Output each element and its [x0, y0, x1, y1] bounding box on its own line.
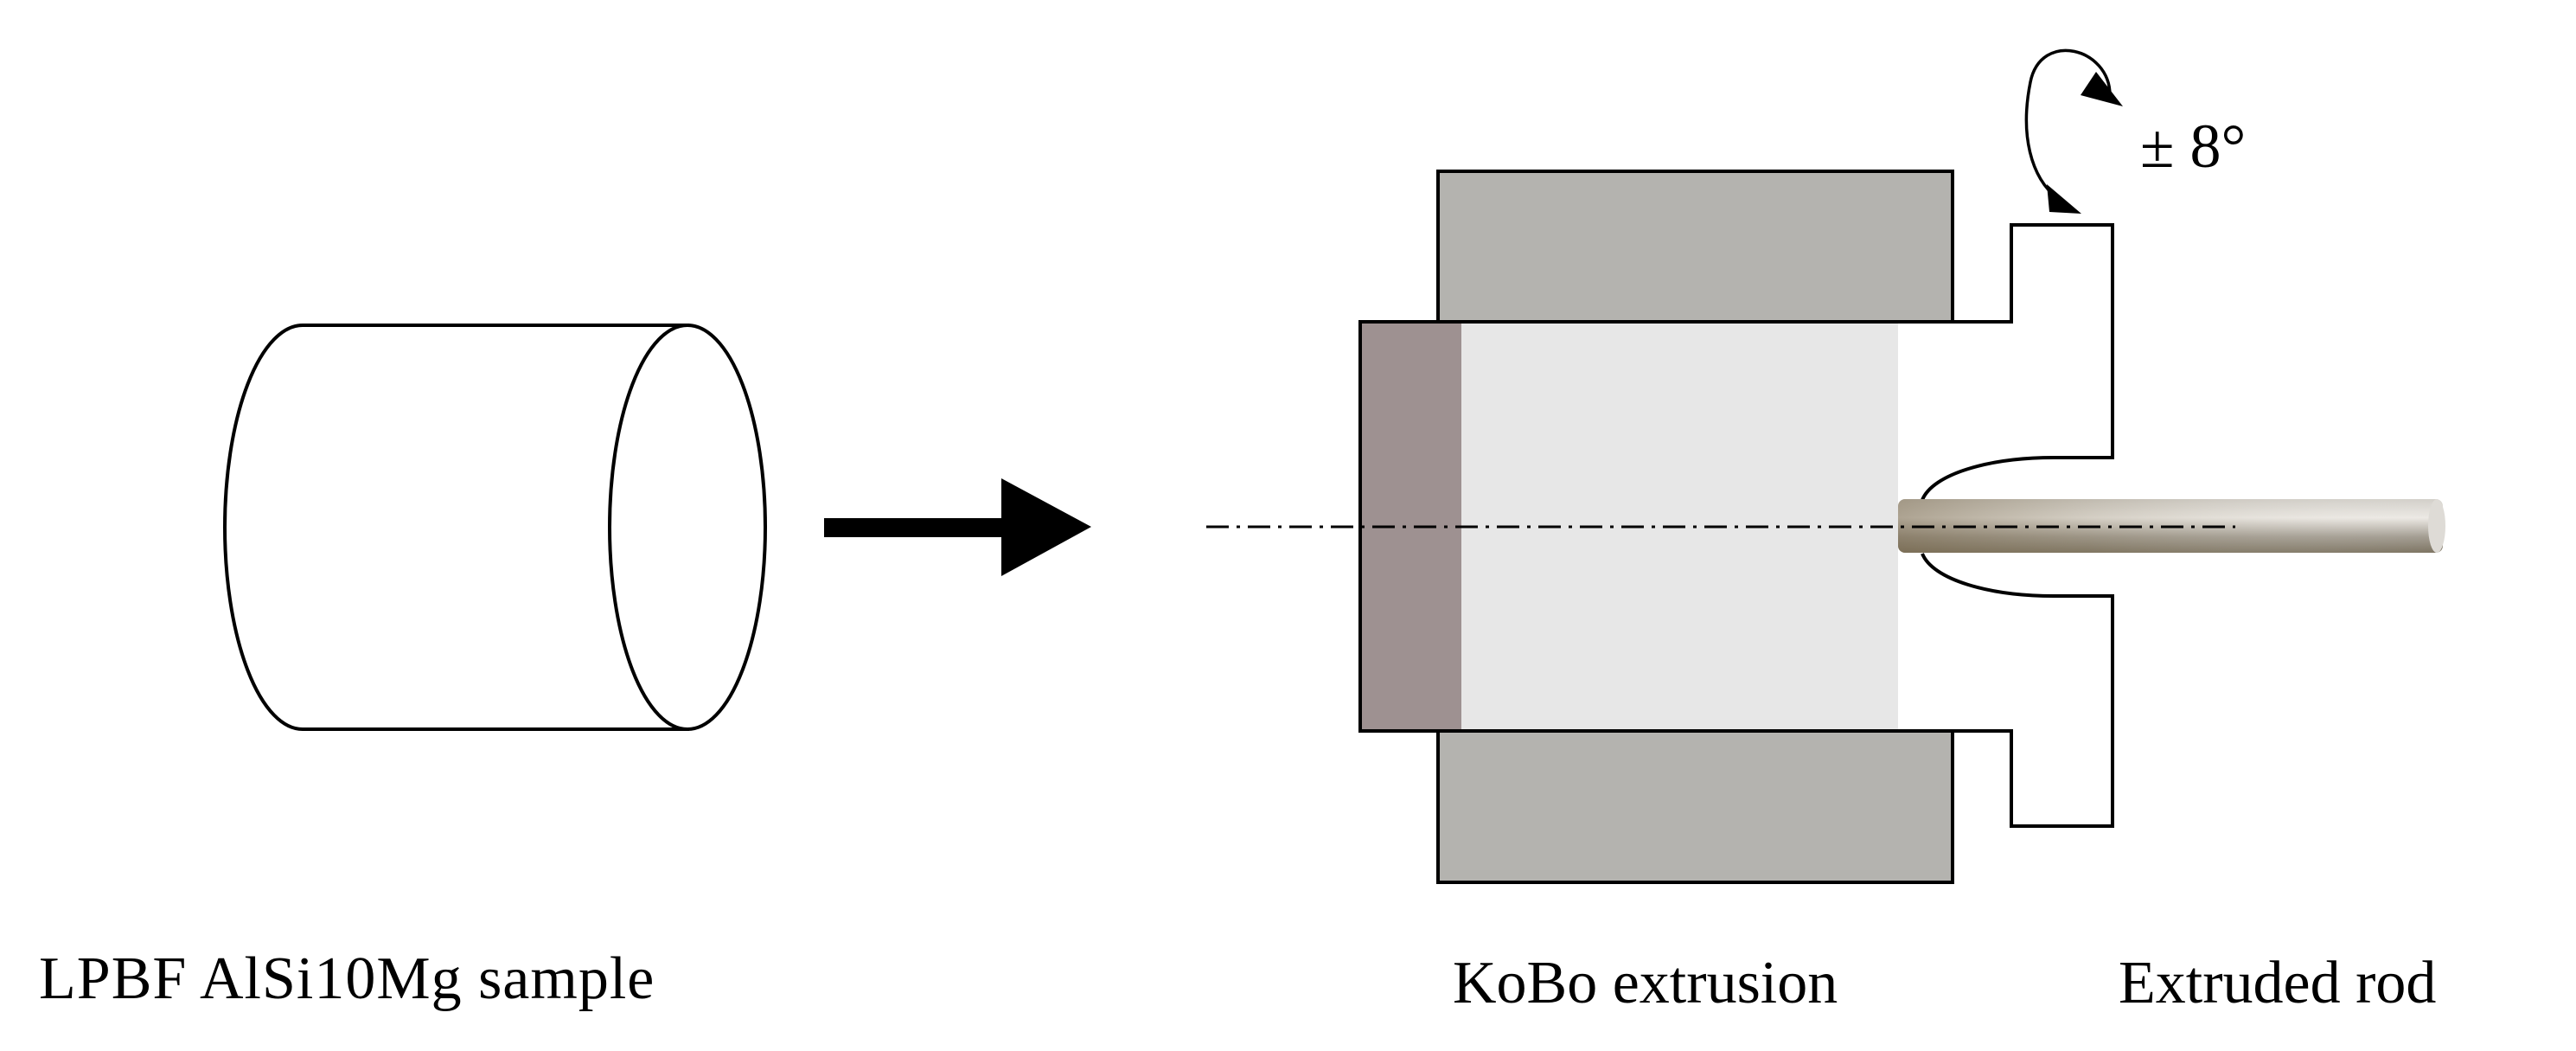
rotation-arrow-icon	[2024, 48, 2112, 201]
upper-container-block	[1436, 170, 1954, 324]
extruded-rod-label: Extruded rod	[2119, 950, 2437, 1016]
process-arrow	[824, 478, 1091, 576]
rod-tip	[2428, 499, 2445, 553]
rotation-arrowhead-top	[2081, 72, 2123, 106]
arrow-head	[1001, 478, 1091, 576]
cylinder-body	[223, 324, 689, 731]
sample-label: LPBF AlSi10Mg sample	[39, 945, 655, 1012]
rotating-die-upper	[1921, 223, 2114, 501]
rotation-angle-label: ± 8°	[2140, 112, 2247, 181]
chamber-outline	[1358, 320, 1953, 733]
kobo-die-assembly	[1206, 170, 2445, 884]
lower-container-block	[1436, 729, 1954, 884]
arrow-shaft	[824, 518, 1006, 537]
kobo-extrusion-label: KoBo extrusion	[1453, 950, 1838, 1016]
cylinder-end-face	[608, 324, 767, 731]
rotating-die-lower	[1921, 553, 2114, 828]
rotation-indicator	[2024, 48, 2123, 214]
sample-cylinder	[223, 324, 767, 731]
rotation-arrowhead-bottom	[2047, 184, 2081, 214]
